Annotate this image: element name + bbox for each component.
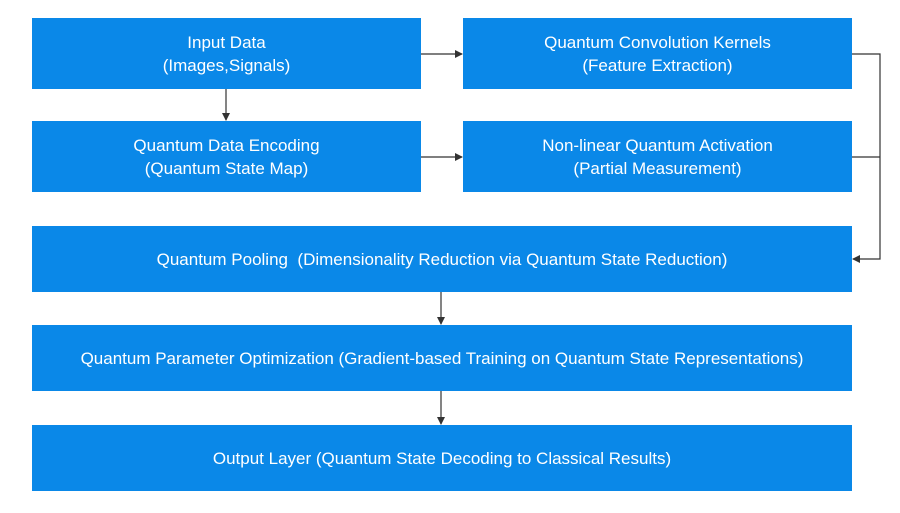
node-input-data-title: Input Data bbox=[187, 32, 266, 52]
node-output-layer: Output Layer (Quantum State Decoding to … bbox=[32, 425, 852, 491]
node-encoding-subtitle: (Quantum State Map) bbox=[144, 158, 309, 178]
node-optim-label: Quantum Parameter Optimization (Gradient… bbox=[80, 348, 804, 368]
node-quantum-parameter-optimization: Quantum Parameter Optimization (Gradient… bbox=[32, 325, 852, 391]
node-activation-subtitle: (Partial Measurement) bbox=[573, 158, 742, 178]
node-activation-title: Non-linear Quantum Activation bbox=[542, 135, 773, 155]
node-kernels-subtitle: (Feature Extraction) bbox=[582, 55, 733, 75]
node-nonlinear-quantum-activation: Non-linear Quantum Activation (Partial M… bbox=[463, 121, 852, 192]
node-output-label: Output Layer (Quantum State Decoding to … bbox=[212, 448, 672, 468]
node-input-data: Input Data (Images,Signals) bbox=[32, 18, 421, 89]
node-encoding-title: Quantum Data Encoding bbox=[133, 135, 320, 155]
node-quantum-convolution-kernels: Quantum Convolution Kernels (Feature Ext… bbox=[463, 18, 852, 89]
node-quantum-data-encoding: Quantum Data Encoding (Quantum State Map… bbox=[32, 121, 421, 192]
node-input-data-subtitle: (Images,Signals) bbox=[162, 55, 291, 75]
node-quantum-pooling: Quantum Pooling (Dimensionality Reductio… bbox=[32, 226, 852, 292]
node-pooling-label: Quantum Pooling (Dimensionality Reductio… bbox=[156, 249, 728, 269]
node-kernels-title: Quantum Convolution Kernels bbox=[544, 32, 771, 52]
